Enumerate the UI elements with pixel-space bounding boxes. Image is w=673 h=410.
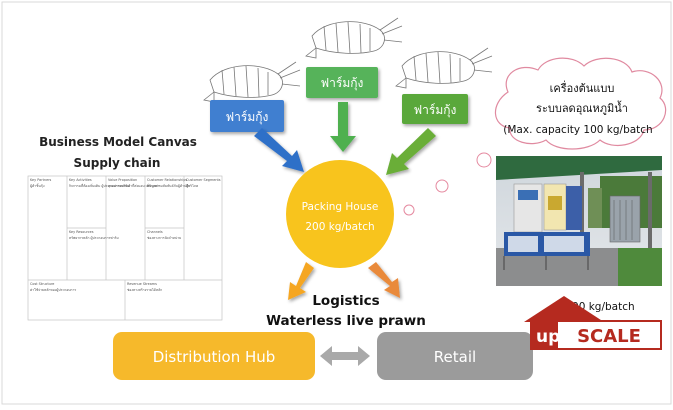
bmc-label-cost-structure: Cost Structure (30, 282, 54, 286)
business-model-canvas (27, 175, 223, 321)
machine-photo (496, 156, 662, 286)
bmc-body-value-proposition: คุณค่าของสินค้าที่ส่งมอบ เพิ่มมูลค่า (108, 183, 160, 189)
shrimp-icon (203, 61, 301, 103)
bmc-subtitle: Supply chain (74, 156, 161, 170)
decor-circle (403, 204, 415, 216)
packing-house: Packing House 200 kg/batch (286, 160, 394, 268)
arrow-farm-left-to-packing (254, 128, 304, 172)
logistics-title: Logistics (312, 293, 379, 309)
farm-box-right: ฟาร์มกุ้ง (402, 94, 468, 124)
bmc-label-value-proposition: Value Proposition (108, 178, 137, 182)
farm-label-middle: ฟาร์มกุ้ง (321, 76, 364, 91)
upscale-prefix: up (536, 327, 560, 347)
bmc-title: Business Model Canvas (39, 135, 197, 149)
bmc-label-customer-segments: Customer Segments (186, 178, 221, 182)
decor-circle (476, 152, 492, 168)
arrow-farm-right-to-packing (386, 128, 436, 175)
farm-box-middle: ฟาร์มกุ้ง (306, 67, 378, 98)
farm-label-right: ฟาร์มกุ้ง (414, 103, 457, 118)
prototype-line-1: เครื่องต้นแบบ (550, 80, 615, 95)
bmc-body-customer-segments: ผู้บริโภค (186, 183, 198, 188)
packing-house-title: Packing House (302, 201, 379, 213)
farm-label-left: ฟาร์มกุ้ง (226, 110, 269, 125)
shrimp-icon (395, 47, 493, 89)
arrow-farm-middle-to-packing (330, 102, 356, 152)
bmc-label-channels: Channels (147, 230, 163, 234)
retail-label: Retail (434, 348, 476, 366)
arrow-packing-to-retail (368, 262, 400, 298)
bmc-body-customer-relationships: สร้างความสัมพันธ์กับผู้ค้าปลีก (147, 183, 190, 188)
bmc-body-channels: ช่องทางการจัดจำหน่าย (147, 236, 181, 240)
bmc-body-key-activities: กิจกรรมที่ต้องเพิ่มเติม ผู้ประกอบการฟาร์… (69, 183, 130, 188)
double-arrow (320, 346, 370, 366)
bmc-body-cost-structure: ค่าใช้จ่ายหลักของผู้ประกอบการ (30, 288, 76, 292)
bmc-label-key-resources: Key Resources (69, 230, 94, 234)
bmc-body-revenue-streams: ช่องทางสร้างรายได้หลัก (127, 288, 162, 292)
bmc-label-key-activities: Key Activities (69, 178, 92, 182)
prototype-line-3: (Max. capacity 100 kg/batch (503, 124, 652, 136)
prototype-cloud: เครื่องต้นแบบ ระบบลดอุณหภูมิน้ำ (Max. ca… (494, 57, 667, 150)
distribution-hub-label: Distribution Hub (153, 348, 276, 366)
upscale-word: SCALE (577, 326, 641, 347)
bmc-body-key-partners: ผู้ค้าชิ้นกุ้ง (30, 183, 45, 189)
upscale-logo: up SCALE (524, 296, 662, 350)
farm-box-left: ฟาร์มกุ้ง (210, 100, 284, 132)
bmc-label-key-partners: Key Partners (30, 178, 52, 182)
prototype-line-2: ระบบลดอุณหภูมิน้ำ (536, 100, 628, 115)
decor-circle (435, 179, 449, 193)
bmc-body-key-resources: ทรัพยากรหลัก ผู้ประกอบการฟาร์ม (69, 236, 119, 240)
shrimp-icon (305, 17, 403, 59)
bmc-label-customer-relationships: Customer Relationships (147, 178, 187, 182)
arrow-packing-to-hub (288, 262, 314, 300)
packing-house-capacity: 200 kg/batch (305, 221, 374, 233)
distribution-hub: Distribution Hub (113, 332, 315, 380)
logistics-subtitle: Waterless live prawn (266, 313, 426, 329)
retail: Retail (377, 332, 533, 380)
bmc-label-revenue-streams: Revenue Streams (127, 282, 157, 286)
